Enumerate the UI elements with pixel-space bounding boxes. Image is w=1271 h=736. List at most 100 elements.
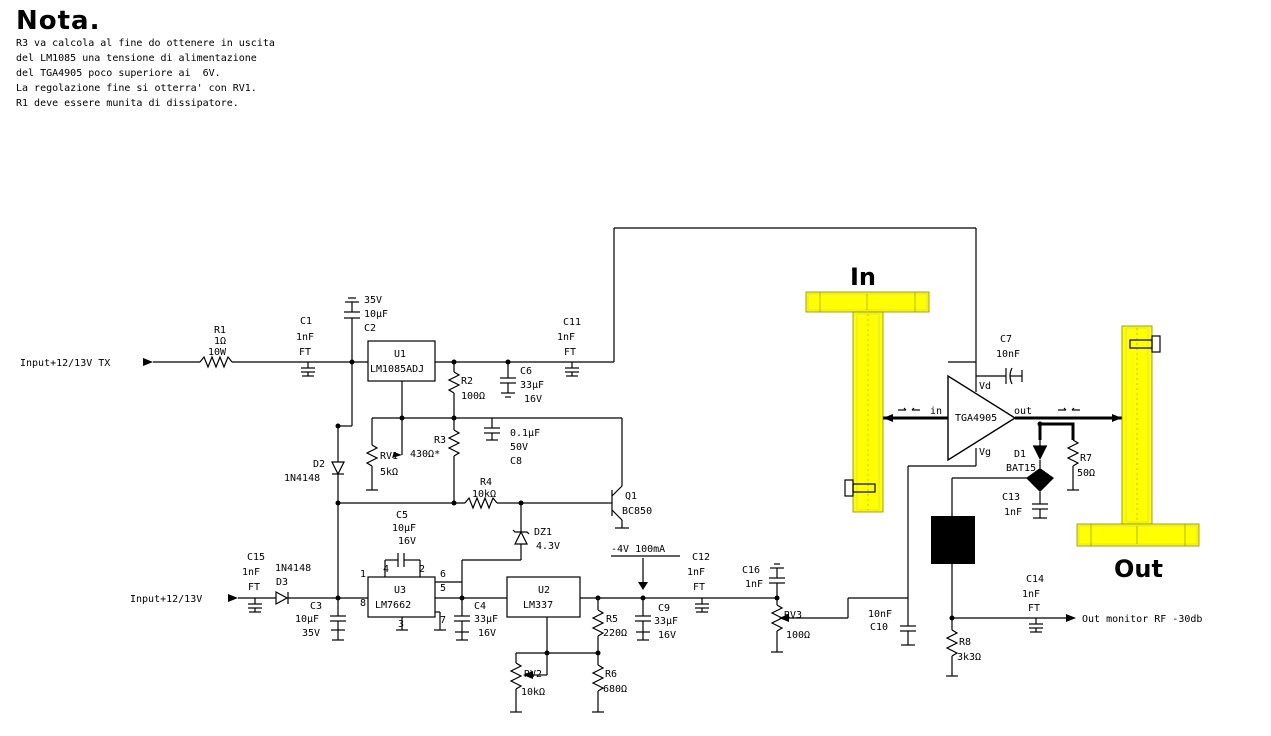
c6-ref: C6 [520, 366, 532, 377]
c16-ref: C16 [742, 565, 760, 576]
tga-part: TGA4905 [955, 413, 997, 424]
c3-ref: C3 [310, 601, 322, 612]
note-line-2: del LM1085 una tensione di alimentazione [16, 53, 257, 64]
q1-ref: Q1 [625, 491, 637, 502]
c6-voltage: 16V [524, 394, 542, 405]
u3-pin-6: 6 [440, 569, 446, 580]
rv3-value: 100Ω [786, 630, 810, 641]
out-monitor-net: C14 1nF FT Out monitor RF -30db [952, 574, 1202, 633]
r8-ref: R8 [959, 637, 971, 648]
u3-pin-2: 2 [419, 564, 425, 575]
c5-value: 10µF [392, 523, 416, 534]
tga-out: out [1014, 406, 1032, 417]
note-title: Nota. [16, 6, 101, 36]
c13: C13 1nF [951, 468, 1054, 519]
c8-voltage: 50V [510, 442, 528, 453]
c4: C4 33µF 16V [454, 598, 498, 639]
c5-ref: C5 [396, 510, 408, 521]
input-12-net: Input+12/13V [130, 590, 368, 606]
c4-value: 33µF [474, 614, 498, 625]
c4-ref: C4 [474, 601, 486, 612]
u3: U3 LM7662 1 4 2 6 5 8 3 7 [360, 560, 507, 631]
d2-ref: D2 [313, 459, 325, 470]
c16: C16 1nF [742, 563, 785, 598]
r5-ref: R5 [606, 614, 618, 625]
r1: R1 1Ω 10W [208, 325, 227, 358]
d2: D2 1N4148 [284, 426, 345, 598]
c3-voltage: 35V [302, 628, 320, 639]
input-tx-label: Input+12/13V TX [20, 358, 110, 369]
r4: R4 10kΩ [338, 477, 608, 510]
c7-value: 10nF [996, 349, 1020, 360]
tga-in: in [930, 406, 942, 417]
u3-pin-3: 3 [398, 619, 404, 630]
c1: C1 1nF FT [296, 316, 315, 377]
c5-voltage: 16V [398, 536, 416, 547]
r7-value: 50Ω [1077, 468, 1095, 479]
c9-voltage: 16V [658, 630, 676, 641]
rv3-ref: RV3 [784, 610, 802, 621]
c12-ref: C12 [692, 552, 710, 563]
rf-output-microstrip: Out [1076, 325, 1200, 583]
r2: R2 100Ω [447, 362, 485, 418]
r7-ref: R7 [1080, 453, 1092, 464]
c12-type: FT [693, 582, 705, 593]
junctions [335, 359, 1043, 656]
c13-ref: C13 [1002, 492, 1020, 503]
c11-ref: C11 [563, 317, 581, 328]
rf-in-label: In [850, 263, 876, 291]
c10-value: 10nF [868, 609, 892, 620]
rv2-ref: RV2 [524, 669, 542, 680]
c8-ref: C8 [510, 456, 522, 467]
r5: R5 220Ω [591, 598, 627, 653]
r2-value: 100Ω [461, 391, 485, 402]
note-line-3: del TGA4905 poco superiore ai 6V. [16, 68, 221, 79]
c2-value: 10µF [364, 309, 388, 320]
c15-type: FT [248, 582, 260, 593]
rv2-value: 10kΩ [521, 687, 545, 698]
c9: -4V 100mA C9 33µF 16V [611, 544, 680, 641]
c10: 10nF C10 [868, 448, 977, 646]
c8: 0.1µF 50V C8 [484, 418, 540, 467]
c3-value: 10µF [295, 614, 319, 625]
r6-value: 680Ω [603, 684, 627, 695]
c15-ref: C15 [247, 552, 265, 563]
q1: Q1 BC850 [608, 418, 652, 529]
r2-ref: R2 [461, 376, 473, 387]
note-block: Nota. R3 va calcola al fine do ottenere … [16, 6, 275, 111]
r1-power: 10W [208, 347, 227, 358]
d3: 1N4148 D3 [275, 563, 311, 588]
c15: C15 1nF FT [242, 552, 265, 613]
c5: C5 10µF 16V [384, 510, 421, 577]
c1-ref: C1 [300, 316, 312, 327]
c9-ref: C9 [658, 603, 670, 614]
rf-out-label: Out [1114, 555, 1163, 583]
c2-voltage: 35V [364, 295, 382, 306]
r8-value: 3k3Ω [957, 652, 981, 663]
u3-pin-7: 7 [440, 615, 446, 626]
c7-ref: C7 [1000, 334, 1012, 345]
note-line-1: R3 va calcola al fine do ottenere in usc… [16, 38, 275, 49]
u3-pin-5: 5 [440, 583, 446, 594]
c2: 35V 10µF C2 [344, 295, 388, 362]
c6: C6 33µF 16V [500, 362, 544, 405]
current-label: -4V 100mA [611, 544, 665, 555]
rf-detector-block [931, 516, 975, 564]
r4-ref: R4 [480, 477, 492, 488]
dz1-ref: DZ1 [534, 527, 552, 538]
d3-part: 1N4148 [275, 563, 311, 574]
input-tx-net: Input+12/13V TX [20, 227, 977, 369]
c2-ref: C2 [364, 323, 376, 334]
d2-part: 1N4148 [284, 473, 320, 484]
r1-ref: R1 [214, 325, 226, 336]
input-12-label: Input+12/13V [130, 594, 202, 605]
q1-part: BC850 [622, 506, 652, 517]
rv1: RV1 5kΩ [365, 418, 403, 491]
rv2: RV2 10kΩ [509, 653, 548, 713]
c16-value: 1nF [745, 579, 763, 590]
c6-value: 33µF [520, 380, 544, 391]
c15-value: 1nF [242, 567, 260, 578]
c10-ref: C10 [870, 622, 888, 633]
r3: R3 430Ω* [410, 418, 461, 503]
u1-ref: U1 [394, 349, 406, 360]
